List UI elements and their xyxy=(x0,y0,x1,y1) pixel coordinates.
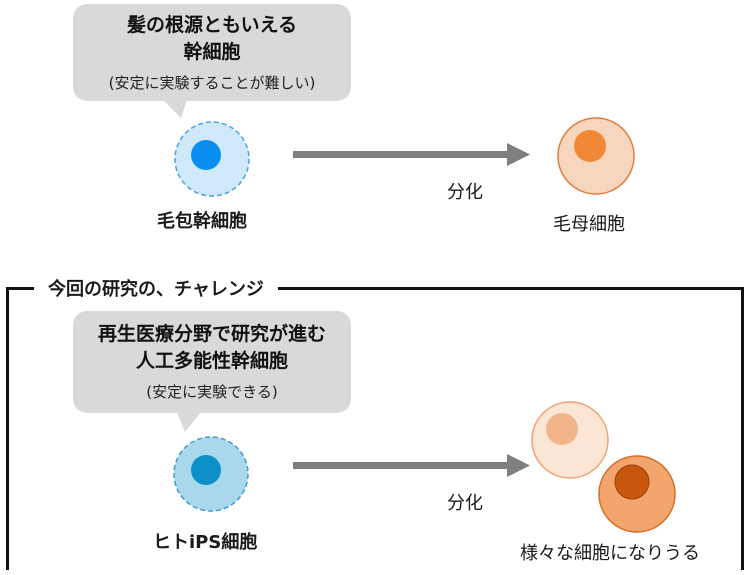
ips-cell-callout: 再生医療分野で研究が進む 人工多能性幹細胞 (安定に実験できる) xyxy=(73,311,351,413)
differentiated-cell-light xyxy=(531,401,609,479)
bottom-arrow-label: 分化 xyxy=(447,493,483,514)
stem-cell-nucleus xyxy=(191,140,221,170)
hair-follicle-stem-cell-label: 毛包幹細胞 xyxy=(157,211,247,232)
challenge-frame xyxy=(6,287,744,570)
callout-title-line1: 再生医療分野で研究が進む xyxy=(97,323,326,345)
differentiated-cell-dark xyxy=(598,455,676,533)
hair-matrix-cell-label: 毛母細胞 xyxy=(553,214,625,235)
various-cells-label: 様々な細胞になりうる xyxy=(520,543,700,564)
top-differentiation-arrow xyxy=(293,143,530,166)
bottom-differentiation-arrow xyxy=(293,454,530,477)
callout-note: (安定に実験できる) xyxy=(146,383,278,401)
hair-stem-cell-callout: 髪の根源ともいえる 幹細胞 (安定に実験することが難しい) xyxy=(73,4,351,101)
dark-cell-nucleus xyxy=(614,464,650,500)
bottom-bubble-tail xyxy=(177,412,201,432)
top-bubble-tail xyxy=(163,100,187,118)
callout-title-line2: 人工多能性幹細胞 xyxy=(135,350,288,372)
top-arrow-label: 分化 xyxy=(447,182,483,203)
callout-title-line2: 幹細胞 xyxy=(183,41,241,63)
light-cell-nucleus xyxy=(546,413,578,445)
ips-cell xyxy=(173,436,249,512)
callout-title-line1: 髪の根源ともいえる xyxy=(126,14,298,36)
hair-matrix-cell xyxy=(557,117,635,195)
ips-cell-nucleus xyxy=(191,455,221,485)
ips-cell-label: ヒトiPS細胞 xyxy=(153,532,258,553)
callout-note: (安定に実験することが難しい) xyxy=(108,74,316,92)
challenge-section-title: 今回の研究の、チャレンジ xyxy=(34,275,278,301)
hair-follicle-stem-cell xyxy=(174,121,250,197)
matrix-cell-nucleus xyxy=(574,130,606,162)
